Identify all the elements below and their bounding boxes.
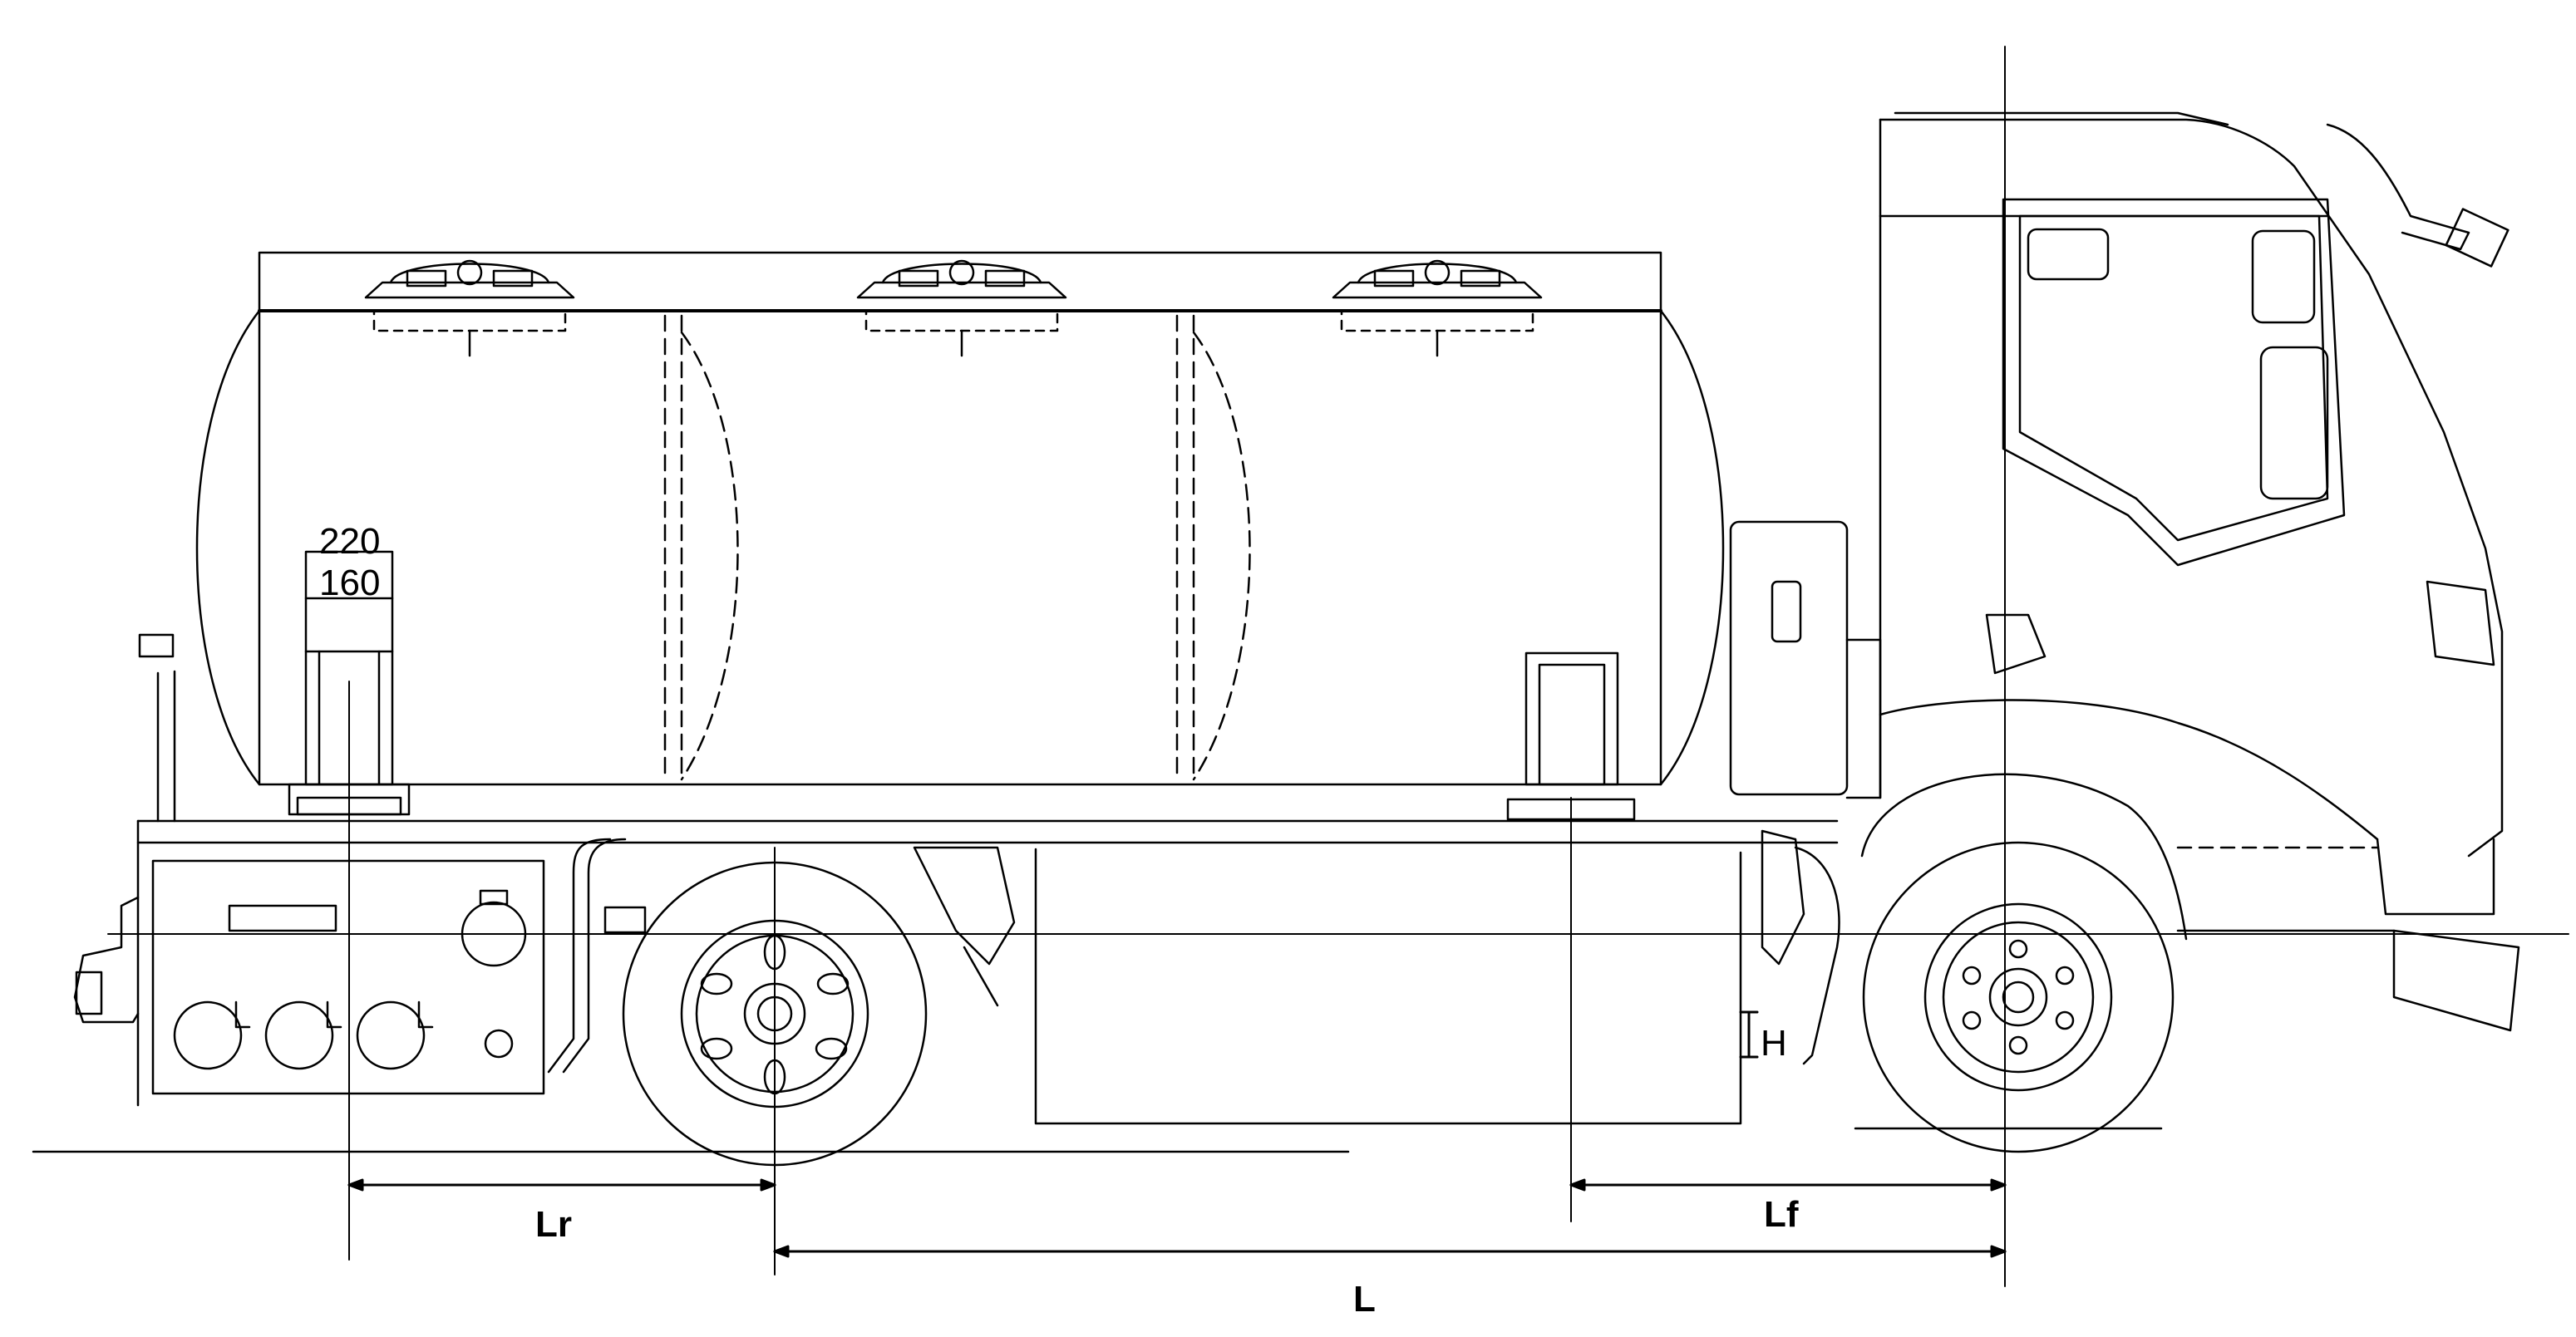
manhole-3 xyxy=(1332,259,1543,357)
outlet-2 xyxy=(264,1000,334,1070)
headlight xyxy=(2426,580,2495,666)
dimension-lf xyxy=(1569,1178,2007,1192)
side-window xyxy=(2002,198,2346,567)
door-handle xyxy=(1985,613,2047,675)
side-box xyxy=(1034,848,1742,1125)
rear-pipe-cap xyxy=(138,633,175,658)
front-steering xyxy=(1761,829,1840,1065)
cab-outline xyxy=(1879,118,2504,858)
label-160: 160 xyxy=(319,563,380,603)
tank-body xyxy=(195,309,1725,786)
label-lf: Lf xyxy=(1764,1194,1799,1235)
label-lr: Lr xyxy=(535,1204,572,1245)
outlet-1 xyxy=(173,1000,243,1070)
rear-spring-hanger xyxy=(913,846,1016,966)
door-mirror xyxy=(2259,346,2329,500)
tank xyxy=(195,251,1725,786)
dimension-lr xyxy=(347,1178,776,1192)
small-valve xyxy=(603,906,647,934)
door-bottom xyxy=(1879,699,2379,841)
front-bumper xyxy=(2392,929,2520,1032)
chassis xyxy=(136,633,1839,1125)
cab xyxy=(1879,111,2520,1032)
manhole-1 xyxy=(364,259,575,357)
outlet-3 xyxy=(356,1000,426,1070)
front-mount xyxy=(1506,651,1636,821)
bulkhead-1 xyxy=(663,314,739,781)
manhole-2 xyxy=(856,259,1067,357)
dimension-l xyxy=(773,1245,2007,1258)
side-pipe xyxy=(547,838,612,1074)
cabinet-slot xyxy=(228,904,337,932)
label-l: L xyxy=(1353,1279,1376,1320)
side-locker xyxy=(1729,520,1882,799)
front-wheel xyxy=(1860,773,2188,1153)
rear-bumper xyxy=(73,896,140,1024)
center-lines xyxy=(107,46,2569,1287)
wheel-arch xyxy=(1860,773,2188,941)
dimension-h xyxy=(1739,1010,1759,1059)
side-mirror xyxy=(2445,208,2510,268)
label-h: H xyxy=(1761,1023,1787,1064)
bulkhead-2 xyxy=(1175,314,1251,781)
small-knob xyxy=(484,1029,514,1059)
mirror-arm xyxy=(2326,123,2470,251)
label-220: 220 xyxy=(319,521,380,562)
